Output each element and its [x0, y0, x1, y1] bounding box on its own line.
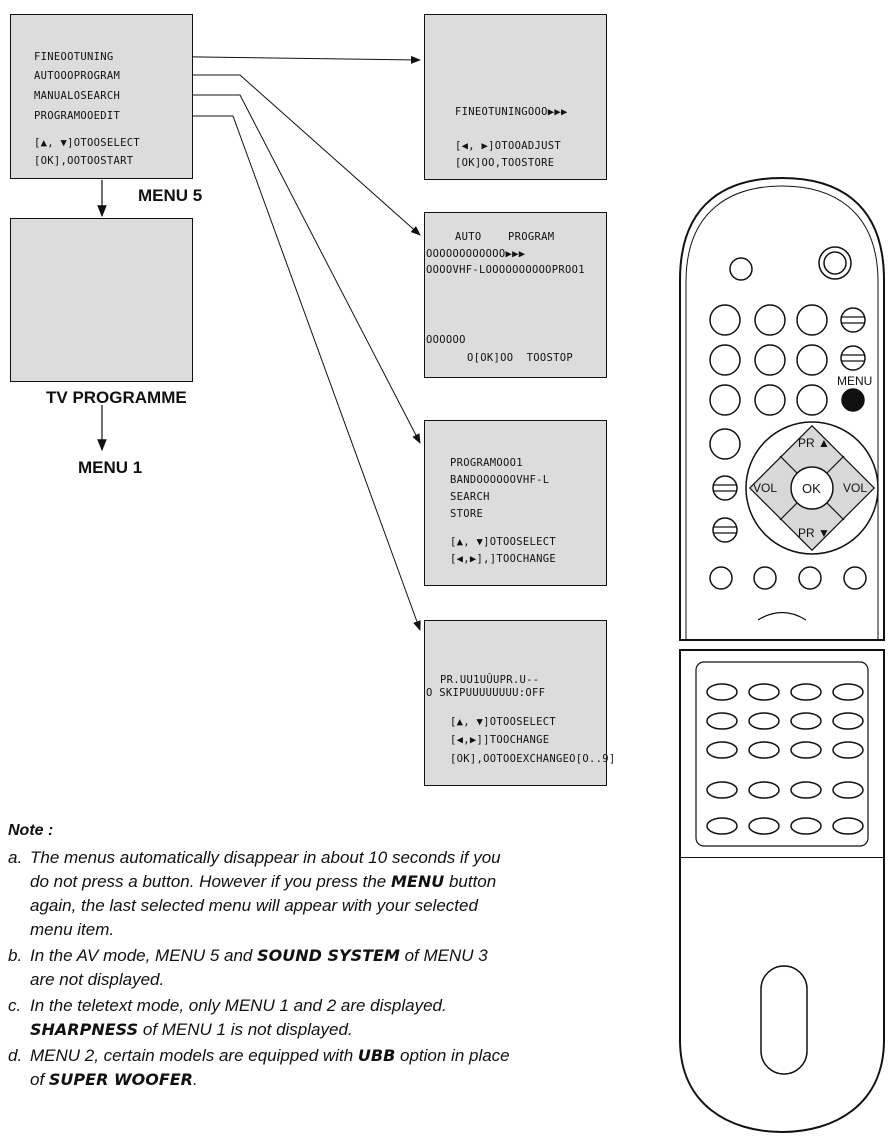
- note-b-text-2: of MENU 3: [399, 946, 488, 965]
- program-edit-skip: O SKIPUUUUUUUU:OFF: [426, 687, 546, 699]
- note-a-text-3: button: [444, 872, 497, 891]
- remote-num-button: [754, 304, 786, 336]
- note-title: Note :: [8, 822, 54, 839]
- note-d-text-2: option in place: [395, 1046, 510, 1065]
- note-b-sound-system-bold: SOUND SYSTEM: [257, 946, 400, 965]
- remote-keypad-ovals: [706, 683, 864, 835]
- remote-vol-left-label: VOL: [753, 481, 778, 495]
- note-b: b. In the AV mode, MENU 5 and SOUND SYSTE…: [8, 944, 648, 992]
- menu5-label: MENU 5: [138, 186, 203, 205]
- program-edit-hint-exchange: [OK],OOTOOEXCHANGEO[O..9]: [450, 753, 616, 765]
- remote-small-button: [843, 566, 867, 590]
- power-button-inner: [823, 251, 847, 275]
- manual-hint-select: [▲, ▼]OTOOSELECT: [450, 536, 556, 548]
- note-d-ubb-bold: UBB: [357, 1046, 396, 1065]
- remote-num-button: [709, 344, 741, 376]
- menu5-hint-select: [▲, ▼]OTOOSELECT: [34, 137, 140, 149]
- note-a-text-5: menu item.: [30, 920, 115, 939]
- remote-num-button: [754, 344, 786, 376]
- auto-program-screen: AUTO PROGRAM OOOOOOOOOOOO▶▶▶ OOOOVHF-LOO…: [424, 212, 607, 378]
- remote-upper-body-inner: [685, 185, 879, 640]
- remote-button-small: [729, 257, 753, 281]
- remote-pr-up-label: PR ▲: [798, 436, 830, 450]
- manual-search-screen: PROGRAMOOO1 BANDOOOOOOVHF-L SEARCH STORE…: [424, 420, 607, 586]
- remote-small-button: [798, 566, 822, 590]
- tv-programme-screen: [10, 218, 193, 382]
- remote-rocker-button: [712, 517, 738, 543]
- note-c-text-2: of MENU 1 is not displayed.: [138, 1020, 353, 1039]
- remote-num-button: [709, 384, 741, 416]
- auto-program-blank: OOOOOO: [426, 334, 466, 346]
- manual-band: BANDOOOOOOVHF-L: [450, 474, 550, 486]
- note-c-sharpness-bold: SHARPNESS: [30, 1020, 139, 1039]
- remote-rocker-button: [712, 475, 738, 501]
- ok-button: [790, 466, 834, 510]
- note-d-text-3: of: [30, 1070, 49, 1089]
- remote-num-button: [709, 304, 741, 336]
- remote-keypad-area: [695, 661, 869, 847]
- note-c-letter: c.: [8, 996, 22, 1015]
- fine-tuning-screen: FINEOTUNINGOOO▶▶▶ [◀, ▶]OTOOADJUST [OK]O…: [424, 14, 607, 180]
- auto-program-stop-hint: O[OK]OO TOOSTOP: [467, 352, 573, 364]
- program-edit-pr: PR.UU1UÛUPR.U--: [440, 674, 540, 686]
- fine-tuning-adjust-hint: [◀, ▶]OTOOADJUST: [455, 140, 561, 152]
- remote-menu-label: MENU: [837, 374, 873, 388]
- note-a-menu-bold: MENU: [390, 872, 445, 891]
- note-a: a. The menus automatically disappear in a…: [8, 846, 648, 942]
- note-b-text-3: are not displayed.: [30, 970, 165, 989]
- remote-small-button: [753, 566, 777, 590]
- fine-tuning-store-hint: [OK]OO,TOOSTORE: [455, 157, 555, 169]
- remote-num-button: [796, 384, 828, 416]
- fine-tuning-line: FINEOTUNINGOOO▶▶▶: [455, 106, 568, 118]
- remote-rocker-button: [840, 307, 866, 333]
- menu-item-fine-tuning: FINEOOTUNING: [34, 51, 114, 63]
- note-b-letter: b.: [8, 946, 23, 965]
- remote-pr-down-label: PR ▼: [798, 526, 830, 540]
- note-a-text-1: The menus automatically disappear in abo…: [30, 848, 501, 867]
- note-d-letter: d.: [8, 1046, 23, 1065]
- manual-program: PROGRAMOOO1: [450, 457, 523, 469]
- auto-program-progress: OOOOOOOOOOOO▶▶▶: [426, 248, 526, 260]
- note-c: c. In the teletext mode, only MENU 1 and …: [8, 994, 648, 1042]
- remote-num-button: [754, 384, 786, 416]
- menu1-label: MENU 1: [78, 458, 143, 477]
- menu5-hint-start: [OK],OOTOOSTART: [34, 155, 134, 167]
- remote-battery-slot: [760, 965, 808, 1075]
- remote-rocker-button: [840, 345, 866, 371]
- remote-small-button: [709, 566, 733, 590]
- menu-item-program-edit: PROGRAMOOEDIT: [34, 110, 121, 122]
- remote-vol-right-label: VOL: [843, 481, 868, 495]
- note-c-text-1: In the teletext mode, only MENU 1 and 2 …: [30, 996, 447, 1015]
- manual-store-item: STORE: [450, 508, 484, 520]
- remote-num-button: [709, 428, 741, 460]
- note-d: d. MENU 2, certain models are equipped wi…: [8, 1044, 648, 1092]
- note-a-text-4: again, the last selected menu will appea…: [30, 896, 478, 915]
- remote-num-button: [796, 344, 828, 376]
- note-a-text-2: do not press a button. However if you pr…: [30, 872, 391, 891]
- note-d-text-1: MENU 2, certain models are equipped with: [30, 1046, 358, 1065]
- menu-item-auto-program: AUTOOOPROGRAM: [34, 70, 121, 82]
- manual-search-item: SEARCH: [450, 491, 490, 503]
- note-d-text-4: .: [193, 1070, 198, 1089]
- note-a-letter: a.: [8, 848, 23, 867]
- remote-ok-label: OK: [802, 481, 821, 496]
- program-edit-hint-select: [▲, ▼]OTOOSELECT: [450, 716, 556, 728]
- tv-programme-label: TV PROGRAMME: [46, 388, 187, 407]
- note-d-super-woofer-bold: SUPER WOOFER: [48, 1070, 193, 1089]
- manual-hint-change: [◀,▶],]TOOCHANGE: [450, 553, 556, 565]
- remote-hinge: [757, 611, 807, 621]
- remote-num-button: [796, 304, 828, 336]
- note-b-text-1: In the AV mode, MENU 5 and: [30, 946, 258, 965]
- auto-program-band: OOOOVHF-LOOOOOOOOOOPROO1: [426, 264, 585, 276]
- menu-button: [841, 388, 865, 412]
- auto-program-title: AUTO PROGRAM: [455, 231, 555, 243]
- menu5-screen: FINEOOTUNING AUTOOOPROGRAM MANUALOSEARCH…: [10, 14, 193, 179]
- program-edit-screen: PR.UU1UÛUPR.U-- O SKIPUUUUUUUU:OFF [▲, ▼…: [424, 620, 615, 786]
- program-edit-hint-change: [◀,▶]]TOOCHANGE: [450, 734, 550, 746]
- menu-item-manual-search: MANUALOSEARCH: [34, 90, 121, 102]
